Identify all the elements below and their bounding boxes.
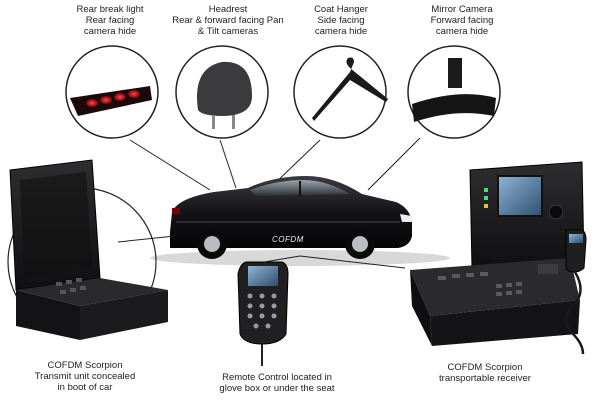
connector-headrest xyxy=(219,139,237,189)
connector-brake-light xyxy=(129,139,211,191)
connector-lines xyxy=(129,137,421,191)
connector-receiver xyxy=(299,255,406,269)
caption-line: & Tilt cameras xyxy=(197,26,259,37)
caption-coat-hanger: Coat Hanger Side facing camera hide xyxy=(296,4,386,37)
caption-line: Remote Control located in xyxy=(222,372,332,383)
caption-line: Mirror Camera xyxy=(431,4,493,15)
car-body xyxy=(170,176,412,248)
rear-view-mirror-icon xyxy=(412,94,496,122)
receiver-video-screen xyxy=(497,175,543,217)
caption-line: COFDM Scorpion xyxy=(447,362,523,373)
connector-transmit-unit xyxy=(117,235,176,243)
car-image xyxy=(150,176,450,266)
caption-line: Rear & forward facing Pan xyxy=(172,15,284,26)
caption-line: Forward facing xyxy=(430,15,494,26)
receiver-control-panel xyxy=(410,258,580,316)
caption-line: Rear break light xyxy=(76,4,144,15)
caption-mirror-camera: Mirror Camera Forward facing camera hide xyxy=(412,4,512,37)
connector-mirror xyxy=(367,137,421,191)
receiver-label-plate xyxy=(538,264,558,274)
receiver-leds xyxy=(484,188,488,208)
remote-keypad xyxy=(247,293,277,329)
caption-line: Coat Hanger xyxy=(314,4,368,15)
caption-line: Headrest xyxy=(208,4,248,15)
caption-headrest: Headrest Rear & forward facing Pan & Til… xyxy=(158,4,298,37)
caption-rear-brake-light: Rear break light Rear facing camera hide xyxy=(55,4,165,37)
headrest-icon xyxy=(197,61,252,116)
caption-line: Rear facing xyxy=(85,15,135,26)
transmit-unit-connectors xyxy=(56,278,86,294)
caption-line: Side facing xyxy=(317,15,365,26)
receiver-buttons xyxy=(438,272,522,296)
remote-control xyxy=(237,255,301,366)
connector-remote xyxy=(263,255,301,263)
headrest-callout xyxy=(175,45,269,139)
mirror-mount-icon xyxy=(448,58,462,88)
coat-hanger-callout xyxy=(293,45,388,139)
caption-receiver: COFDM Scorpion transportable receiver xyxy=(420,362,550,384)
mirror-camera-callout xyxy=(407,45,501,139)
caption-line: camera hide xyxy=(83,26,137,37)
caption-line: in boot of car xyxy=(57,382,113,393)
remote-control-screen xyxy=(248,266,278,286)
transmit-unit-case xyxy=(7,159,168,340)
coat-hanger-icon xyxy=(312,57,388,121)
caption-line: transportable receiver xyxy=(439,373,531,384)
caption-remote-control: Remote Control located in glove box or u… xyxy=(202,372,352,394)
handset-cable xyxy=(564,271,585,355)
caption-line: camera hide xyxy=(435,26,489,37)
caption-line: Transmit unit concealed xyxy=(34,371,136,382)
caption-line: COFDM Scorpion xyxy=(47,360,123,371)
receiver-case xyxy=(410,161,587,355)
brake-light-callout xyxy=(65,45,159,139)
caption-transmit-unit: COFDM Scorpion Transmit unit concealed i… xyxy=(20,360,150,393)
receiver-speaker-icon xyxy=(548,204,564,220)
caption-line: glove box or under the seat xyxy=(219,383,335,394)
brake-light-lamps xyxy=(86,90,140,107)
car-brand-text: COFDM xyxy=(272,235,304,244)
caption-line: camera hide xyxy=(314,26,368,37)
